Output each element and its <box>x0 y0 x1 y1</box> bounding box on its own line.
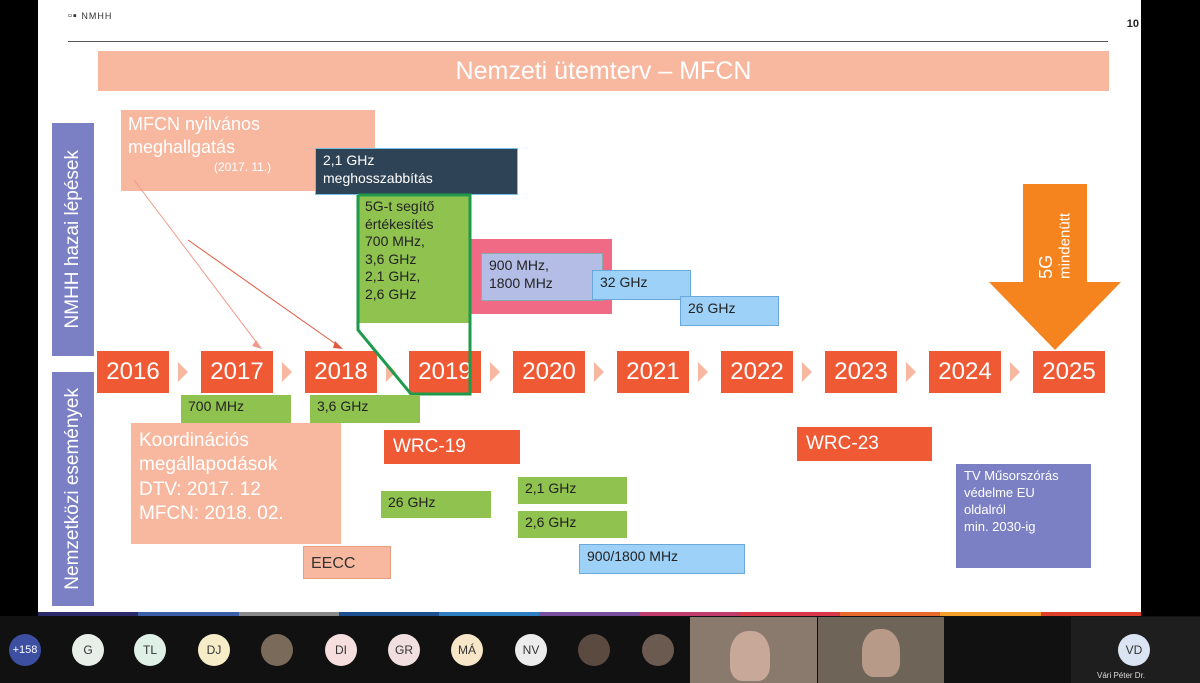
timeline-arrow-icon <box>802 362 812 382</box>
participant-avatar[interactable]: G <box>72 634 104 666</box>
arrow-to-2018 <box>187 239 341 348</box>
presentation-slide: ▫▪ NMHH 10 Nemzeti ütemterv – MFCN NMHH … <box>38 0 1141 612</box>
participant-avatar[interactable]: GR <box>388 634 420 666</box>
timeline-arrow-icon <box>1010 362 1020 382</box>
sidebar-domestic: NMHH hazai lépések <box>52 123 94 356</box>
eecc-box: EECC <box>303 546 391 579</box>
year-2025: 2025 <box>1033 351 1105 393</box>
timeline-arrow-icon <box>594 362 604 382</box>
5g-everywhere-label: 5G mindenütt <box>1036 213 1074 279</box>
header-divider <box>68 41 1108 42</box>
band-26ghz-low: 26 GHz <box>381 491 491 518</box>
year-2024: 2024 <box>929 351 1001 393</box>
timeline-arrow-icon <box>906 362 916 382</box>
year-2018: 2018 <box>305 351 377 393</box>
slide-color-stripe <box>38 612 1141 616</box>
participant-photo-avatar[interactable] <box>261 634 293 666</box>
participant-avatar[interactable]: DI <box>325 634 357 666</box>
annotation-arrows <box>133 179 343 349</box>
video-tile-participant[interactable] <box>818 617 944 683</box>
5g-everywhere-arrow-icon <box>989 184 1121 350</box>
wrc-23: WRC-23 <box>797 427 932 461</box>
sidebar-international: Nemzetközi események <box>52 372 94 606</box>
arrow-to-2017 <box>133 179 261 348</box>
sale-highlight-outline <box>356 193 472 396</box>
year-2020: 2020 <box>513 351 585 393</box>
self-avatar: VD <box>1118 634 1150 666</box>
band-36ghz: 3,6 GHz <box>310 395 420 423</box>
coordination-agreements-box: Koordinációs megállapodások DTV: 2017. 1… <box>131 423 341 544</box>
wrc-19: WRC-19 <box>384 430 520 464</box>
year-2017: 2017 <box>201 351 273 393</box>
band-26ghz-top: 26 GHz <box>680 296 779 326</box>
tv-broadcast-protection-box: TV Műsorszórás védelme EU oldalról min. … <box>956 464 1091 568</box>
year-2022: 2022 <box>721 351 793 393</box>
participant-photo-avatar[interactable] <box>642 634 674 666</box>
slide-title: Nemzeti ütemterv – MFCN <box>98 51 1109 91</box>
timeline-arrow-icon <box>178 362 188 382</box>
self-video-tile[interactable]: VD Vári Péter Dr. <box>1071 617 1200 683</box>
year-2023: 2023 <box>825 351 897 393</box>
year-2021: 2021 <box>617 351 689 393</box>
participant-avatar[interactable]: TL <box>134 634 166 666</box>
extension-box: 2,1 GHz meghosszabbítás <box>315 148 518 195</box>
band-26ghz-2: 2,6 GHz <box>518 511 627 538</box>
timeline-arrow-icon <box>698 362 708 382</box>
participant-avatar[interactable]: NV <box>515 634 547 666</box>
band-21ghz: 2,1 GHz <box>518 477 627 504</box>
logo-mark-icon: ▫▪ <box>68 10 78 22</box>
timeline-arrow-icon <box>490 362 500 382</box>
year-2016: 2016 <box>97 351 169 393</box>
participant-avatar[interactable]: DJ <box>198 634 230 666</box>
self-name-label: Vári Péter Dr. <box>1097 671 1146 680</box>
arrowhead-2018-icon <box>333 341 343 349</box>
page-number: 10 <box>1126 18 1139 30</box>
band-32ghz: 32 GHz <box>592 270 691 300</box>
participant-avatar[interactable]: MÁ <box>451 634 483 666</box>
arrowhead-2017-icon <box>252 340 262 349</box>
video-tile-participant[interactable] <box>690 617 817 683</box>
5g-sale-box: 5G-t segítő értékesítés 700 MHz, 3,6 GHz… <box>358 195 470 323</box>
participant-photo-avatar[interactable] <box>578 634 610 666</box>
timeline-arrow-icon <box>282 362 292 382</box>
band-900-1800: 900/1800 MHz <box>579 544 745 574</box>
band-900-box: 900 MHz, 1800 MHz <box>481 253 603 301</box>
band-700mhz: 700 MHz <box>181 395 291 423</box>
nmhh-logo: ▫▪ NMHH <box>68 10 113 22</box>
participant-count-button[interactable]: +158 <box>9 634 41 666</box>
